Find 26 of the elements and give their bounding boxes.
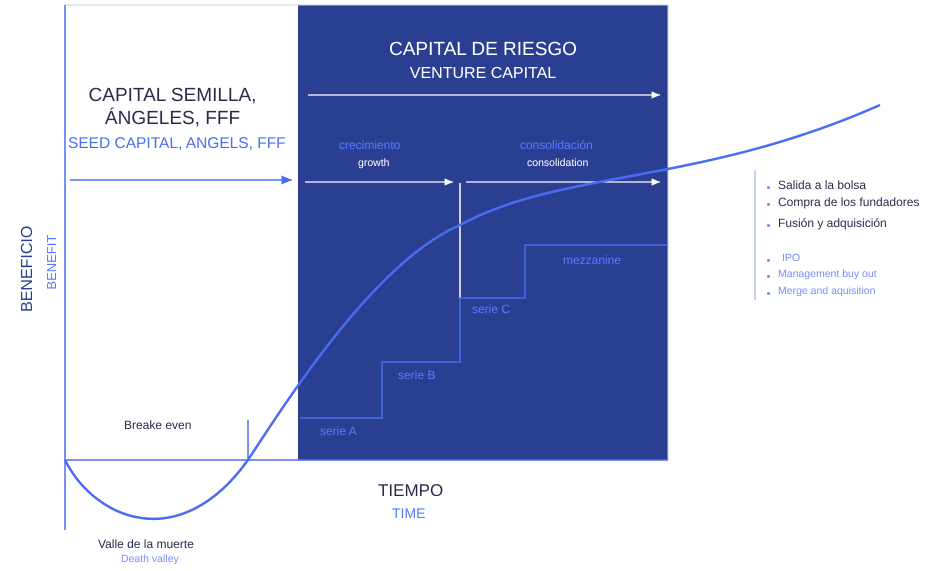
series-label: mezzanine (563, 254, 622, 268)
phase-label: consolidación (520, 139, 593, 152)
series-label: serie B (398, 369, 436, 382)
series-label: serie C (472, 303, 510, 316)
band-title: CAPITAL DE RIESGO (389, 39, 577, 61)
list-item: Salida a la bolsa (778, 179, 866, 192)
band-subtitle: VENTURE CAPITAL (410, 65, 556, 83)
list-item: Merge and aquisition (778, 286, 876, 298)
series-label: serie A (320, 425, 357, 438)
subheading: SEED CAPITAL, ANGELS, FFF (68, 135, 286, 152)
axis-title: BENEFIT (44, 234, 60, 292)
list-item: Management buy out (778, 269, 877, 281)
list-item: Compra de los fundadores (778, 196, 920, 210)
axis-title: BENEFICIO (19, 224, 37, 314)
phase-label: consolidation (527, 158, 588, 170)
heading: CAPITAL SEMILLA, ÁNGELES, FFF (88, 85, 258, 131)
axis-title: TIEMPO (378, 482, 444, 501)
point-label: Valle de la muerte (98, 538, 194, 552)
phase-label: crecimiento (339, 139, 400, 152)
list-item: Fusión y adquisición (778, 217, 887, 230)
venture-capital-band (298, 5, 668, 460)
phase-label: growth (358, 158, 390, 170)
list-item: IPO (782, 253, 800, 265)
point-label: Breake even (124, 419, 192, 432)
axis-title: TIME (392, 506, 426, 522)
point-label: Death valley (121, 554, 179, 566)
